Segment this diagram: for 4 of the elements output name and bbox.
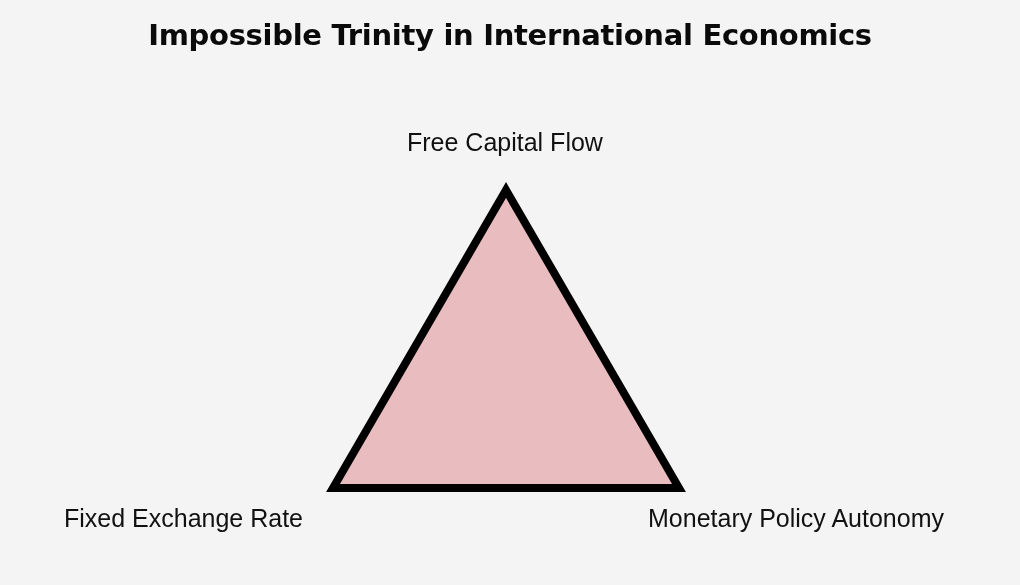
- diagram-title: Impossible Trinity in International Economics: [148, 18, 872, 52]
- vertex-label: Free Capital Flow: [407, 127, 603, 157]
- vertex-label: Fixed Exchange Rate: [64, 503, 304, 533]
- vertex-label: Monetary Policy Autonomy: [648, 503, 944, 533]
